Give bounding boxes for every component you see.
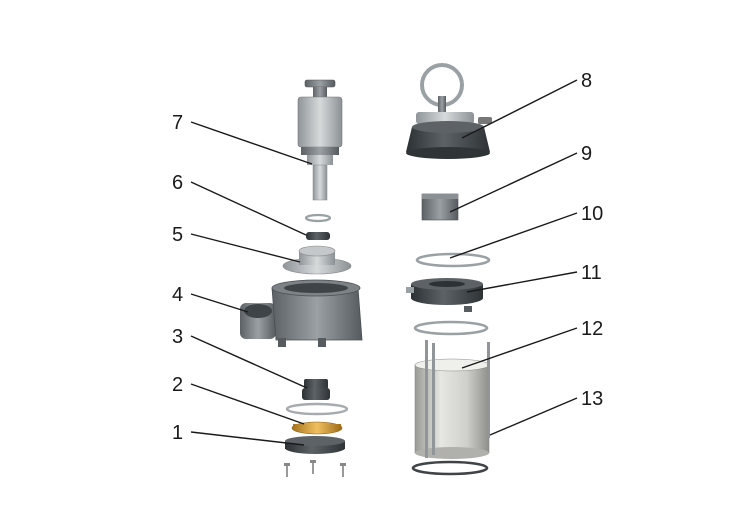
tie-rods bbox=[425, 340, 490, 458]
brass-strainer bbox=[291, 421, 343, 435]
wear-ring bbox=[285, 402, 349, 416]
label-part-2: 2 bbox=[172, 374, 183, 396]
label-part-11: 11 bbox=[581, 262, 602, 284]
label-part-3: 3 bbox=[172, 326, 183, 348]
label-part-6: 6 bbox=[172, 172, 183, 194]
shaft-seal bbox=[306, 232, 330, 240]
capacitor-box bbox=[421, 193, 459, 221]
base-plate bbox=[285, 436, 345, 454]
label-part-4: 4 bbox=[172, 284, 183, 306]
impeller-hub bbox=[302, 379, 330, 400]
shaft-ring bbox=[304, 213, 332, 223]
base-screws bbox=[284, 460, 346, 477]
label-part-8: 8 bbox=[581, 70, 592, 92]
motor-top-cover bbox=[406, 63, 492, 159]
label-part-10: 10 bbox=[581, 203, 603, 225]
label-part-1: 1 bbox=[172, 422, 183, 444]
pump-housing bbox=[240, 279, 363, 347]
label-part-7: 7 bbox=[172, 112, 183, 134]
leader-lines bbox=[190, 79, 578, 446]
label-part-5: 5 bbox=[172, 224, 183, 246]
rotor-shaft bbox=[297, 79, 343, 201]
bearing-housing bbox=[406, 278, 483, 312]
o-ring-lower bbox=[411, 460, 489, 476]
o-ring-upper bbox=[415, 252, 491, 268]
o-ring-middle bbox=[413, 320, 489, 336]
label-part-12: 12 bbox=[581, 318, 603, 340]
label-part-9: 9 bbox=[581, 143, 592, 165]
label-part-13: 13 bbox=[581, 388, 603, 410]
